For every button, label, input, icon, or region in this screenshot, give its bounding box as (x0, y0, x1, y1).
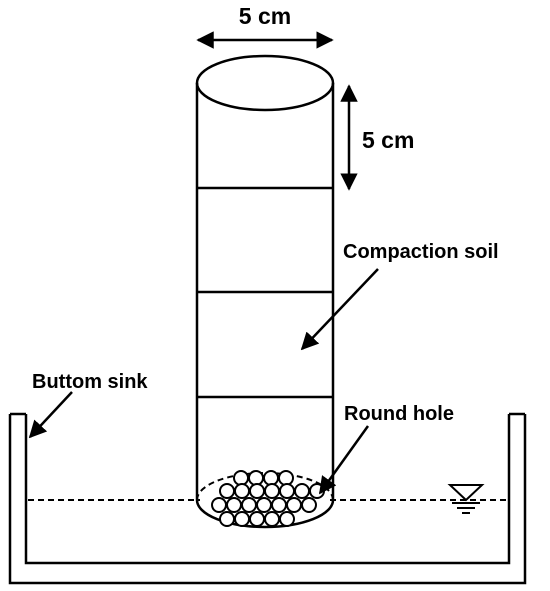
round-hole (286, 497, 302, 513)
round-hole (234, 511, 250, 527)
compaction-soil-label: Compaction soil (343, 241, 499, 263)
bottom-sink (8, 412, 527, 585)
width-dimension-label: 5 cm (239, 3, 291, 29)
round-hole (271, 497, 287, 513)
round-hole-label: Round hole (344, 403, 454, 425)
round-hole (256, 497, 272, 513)
water-level-icon (447, 484, 485, 514)
soil-cylinder (195, 54, 335, 529)
bottom-sink-pointer (28, 391, 73, 439)
cylinder-top (195, 54, 335, 112)
round-hole (241, 497, 257, 513)
round-hole (279, 483, 295, 499)
round-hole (249, 511, 265, 527)
round-hole (219, 511, 235, 527)
round-hole (301, 497, 317, 513)
round-hole (233, 470, 249, 486)
round-hole (294, 483, 310, 499)
bottom-sink-label: Buttom sink (32, 371, 148, 393)
round-hole (211, 497, 227, 513)
round-hole (278, 470, 294, 486)
round-hole (249, 483, 265, 499)
height-dimension-label: 5 cm (362, 127, 414, 153)
cylinder-bottom-front (195, 499, 335, 529)
compaction-soil-pointer (300, 268, 379, 351)
round-hole (279, 511, 295, 527)
round-hole (226, 497, 242, 513)
round-hole (264, 511, 280, 527)
round-hole (219, 483, 235, 499)
round-hole (263, 470, 279, 486)
round-hole (264, 483, 280, 499)
round-hole (234, 483, 250, 499)
round-hole (248, 470, 264, 486)
round-holes (211, 470, 325, 527)
round-hole-pointer (318, 425, 370, 495)
